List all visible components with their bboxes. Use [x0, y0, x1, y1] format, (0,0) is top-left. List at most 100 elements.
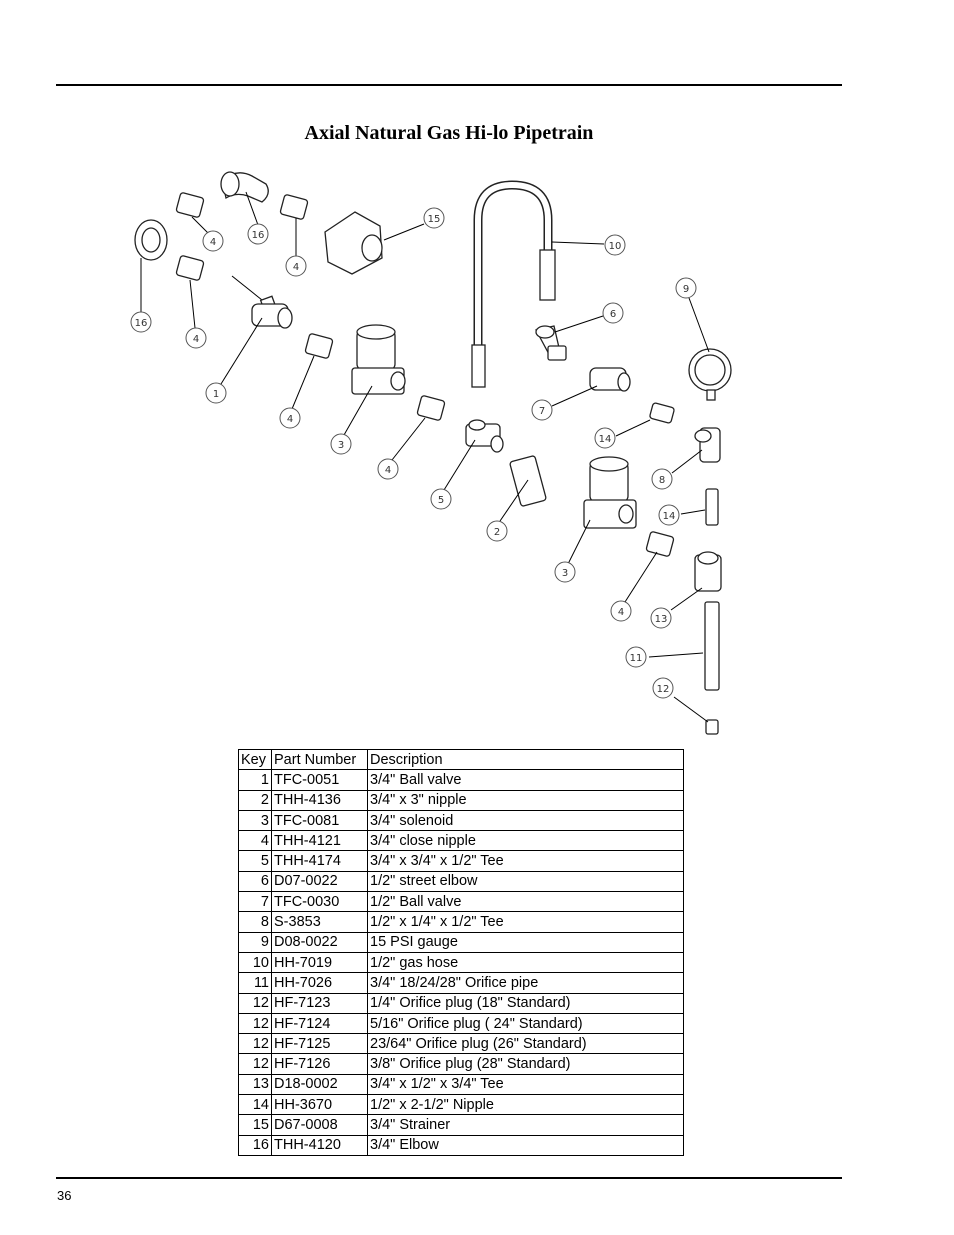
callout: 15: [423, 207, 445, 229]
cell-description: 5/16" Orifice plug ( 24" Standard): [367, 1012, 684, 1035]
column-header-key: Key: [238, 748, 272, 771]
cell-part-number: HF-7126: [271, 1053, 368, 1075]
callout: 16: [247, 223, 269, 245]
cell-part-number: D07-0022: [271, 870, 368, 893]
callout: 16: [130, 311, 152, 333]
cell-part-number: HF-7123: [271, 992, 368, 1014]
part-ball-valve-7: [589, 367, 631, 392]
svg-text:5: 5: [438, 495, 444, 506]
cell-part-number: THH-4120: [271, 1134, 368, 1156]
cell-key: 14: [238, 1094, 272, 1116]
svg-text:8: 8: [659, 475, 665, 486]
part-elbow-16a: [134, 219, 168, 261]
callout: 10: [604, 234, 626, 256]
cell-key: 12: [238, 1012, 272, 1035]
part-tee-5: [465, 419, 504, 453]
cell-part-number: HF-7125: [271, 1033, 368, 1055]
callout: 4: [285, 255, 307, 277]
cell-description: 3/4" 18/24/28" Orifice pipe: [367, 972, 684, 994]
cell-description: 1/4" Orifice plug (18" Standard): [367, 992, 684, 1014]
cell-part-number: HH-3670: [271, 1094, 368, 1116]
callout: 8: [651, 468, 673, 490]
cell-key: 4: [238, 830, 272, 852]
cell-part-number: TFC-0030: [271, 891, 368, 913]
part-gas-hose: [471, 180, 556, 388]
column-header-part-number: Part Number: [271, 748, 368, 771]
callout: 9: [675, 277, 697, 299]
exploded-parts-diagram: 4 16 4 15 10 16 4 1 4 3 4 5 6 9 7 14 8 2…: [130, 171, 732, 735]
cell-part-number: TFC-0051: [271, 769, 368, 791]
part-close-nipple-a: [175, 192, 205, 218]
part-nipple-14a: [649, 402, 675, 424]
part-orifice-pipe: [704, 601, 720, 691]
cell-description: 1/2" street elbow: [367, 870, 684, 893]
part-ball-valve-1: [231, 275, 293, 329]
callout: 2: [486, 520, 508, 542]
svg-text:15: 15: [428, 214, 441, 225]
cell-key: 12: [238, 992, 272, 1014]
svg-text:16: 16: [252, 230, 265, 241]
part-close-nipple-b: [175, 255, 205, 281]
cell-key: 8: [238, 911, 272, 933]
svg-text:11: 11: [630, 653, 643, 664]
callout: 1: [205, 382, 227, 404]
callout: 4: [202, 230, 224, 252]
cell-part-number: D67-0008: [271, 1114, 368, 1136]
cell-key: 1: [238, 769, 272, 791]
svg-text:13: 13: [655, 614, 668, 625]
cell-description: 3/4" x 3" nipple: [367, 789, 684, 811]
cell-description: 3/4" x 3/4" x 1/2" Tee: [367, 850, 684, 872]
part-tee-13: [694, 551, 722, 592]
svg-text:4: 4: [618, 607, 624, 618]
callout: 4: [185, 327, 207, 349]
page-number: 36: [57, 1188, 72, 1203]
part-close-nipple-e: [416, 395, 446, 421]
cell-key: 7: [238, 891, 272, 913]
callout: 14: [594, 427, 616, 449]
callout: 14: [658, 504, 680, 526]
column-header-description: Description: [367, 748, 684, 771]
cell-key: 15: [238, 1114, 272, 1136]
callout: 12: [652, 677, 674, 699]
cell-description: 3/4" Ball valve: [367, 769, 684, 791]
svg-text:7: 7: [539, 406, 545, 417]
cell-description: 23/64" Orifice plug (26" Standard): [367, 1033, 684, 1055]
cell-key: 12: [238, 1033, 272, 1055]
svg-text:16: 16: [135, 318, 148, 329]
cell-part-number: D18-0002: [271, 1073, 368, 1096]
cell-description: 3/4" solenoid: [367, 809, 684, 832]
svg-text:10: 10: [609, 241, 622, 252]
svg-text:6: 6: [610, 309, 616, 320]
cell-key: 9: [238, 931, 272, 953]
cell-part-number: S-3853: [271, 911, 368, 933]
cell-key: 12: [238, 1053, 272, 1075]
callout: 6: [602, 302, 624, 324]
cell-description: 3/4" close nipple: [367, 830, 684, 852]
cell-description: 3/4" x 1/2" x 3/4" Tee: [367, 1073, 684, 1096]
callout: 7: [531, 399, 553, 421]
cell-key: 10: [238, 951, 272, 974]
header-rule: [56, 84, 842, 86]
cell-key: 5: [238, 850, 272, 872]
svg-text:3: 3: [338, 440, 344, 451]
cell-key: 6: [238, 870, 272, 893]
svg-text:4: 4: [293, 262, 299, 273]
cell-description: 1/2" x 2-1/2" Nipple: [367, 1094, 684, 1116]
callout: 4: [279, 407, 301, 429]
callout: 3: [554, 561, 576, 583]
cell-key: 3: [238, 809, 272, 832]
cell-description: 3/8" Orifice plug (28" Standard): [367, 1053, 684, 1075]
